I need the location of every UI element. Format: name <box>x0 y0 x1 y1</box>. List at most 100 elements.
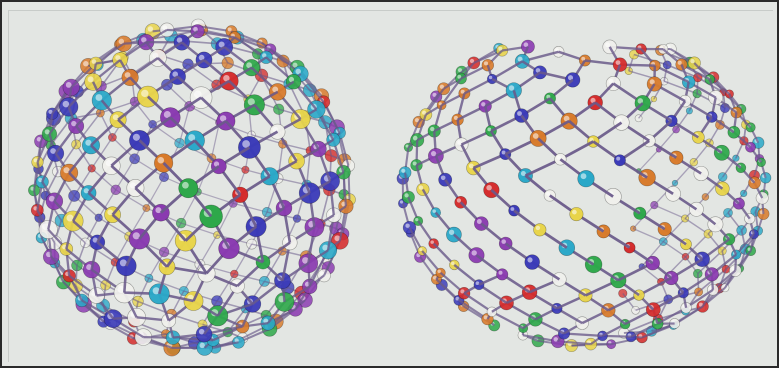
atom-highlight <box>581 173 587 179</box>
atom-highlight <box>88 76 94 82</box>
atom-highlight <box>469 163 474 168</box>
atom <box>179 179 198 198</box>
atom-highlight <box>605 42 610 47</box>
atom <box>534 224 547 237</box>
atom-highlight <box>470 59 474 63</box>
atom-highlight <box>546 192 550 196</box>
bond <box>659 130 676 150</box>
atom-highlight <box>440 85 444 89</box>
atom-highlight <box>406 145 409 148</box>
atom-highlight <box>461 90 465 94</box>
atom-highlight <box>650 79 655 84</box>
atom-highlight <box>182 182 189 189</box>
atom-highlight <box>616 60 621 65</box>
atom-highlight <box>517 111 522 116</box>
atom-highlight <box>524 42 529 47</box>
atom-highlight <box>454 116 458 120</box>
atom-highlight <box>113 114 119 120</box>
atom-highlight <box>486 185 491 190</box>
atom-highlight <box>581 57 585 61</box>
atom-highlight <box>501 239 506 244</box>
bond <box>639 150 659 171</box>
atom-highlight <box>487 127 491 131</box>
atom <box>689 202 703 216</box>
atom-highlight <box>690 59 694 63</box>
atom-highlight <box>481 102 485 106</box>
atom-highlight <box>66 82 72 88</box>
open-spiral-cage-molecule <box>397 40 771 352</box>
atom-highlight <box>457 75 461 79</box>
atom-highlight <box>83 61 88 66</box>
bond <box>654 205 685 218</box>
atom <box>402 191 414 203</box>
bond <box>675 162 694 183</box>
atom-highlight <box>404 193 408 197</box>
atom <box>525 255 540 270</box>
atom-highlight <box>502 151 506 155</box>
atom-highlight <box>400 200 403 203</box>
atom-highlight <box>441 175 446 180</box>
atom-highlight <box>449 230 454 235</box>
atom-highlight <box>130 182 136 188</box>
atom-highlight <box>419 248 422 251</box>
atom-highlight <box>457 140 462 145</box>
atom-highlight <box>616 157 620 161</box>
atom-highlight <box>95 94 102 101</box>
atom-highlight <box>228 28 232 32</box>
atom-highlight <box>521 171 526 176</box>
atom <box>299 183 320 204</box>
atom-highlight <box>141 90 148 97</box>
atom-highlight <box>572 210 577 215</box>
atom-highlight <box>484 61 488 65</box>
atom-highlight <box>431 151 436 156</box>
atom-highlight <box>158 157 165 164</box>
atom-highlight <box>451 262 454 265</box>
atom <box>496 269 507 280</box>
atom-highlight <box>457 198 461 202</box>
closed-spherical-fullerene-molecule <box>28 19 355 356</box>
atom <box>614 155 625 166</box>
bond <box>233 203 267 212</box>
atom-highlight <box>509 85 514 90</box>
atom-highlight <box>455 297 459 301</box>
atom-highlight <box>439 102 442 105</box>
atom <box>570 207 583 220</box>
atom-highlight <box>430 127 434 131</box>
atom-highlight <box>115 55 120 60</box>
atom-highlight <box>401 169 405 173</box>
atom-highlight <box>489 309 492 312</box>
atom-highlight <box>510 207 514 211</box>
atom-highlight <box>438 270 441 273</box>
atom-highlight <box>476 281 480 285</box>
atom <box>261 168 279 186</box>
atom-highlight <box>554 337 559 342</box>
atom <box>686 108 692 114</box>
atom-highlight <box>432 209 436 213</box>
bond <box>146 177 164 208</box>
bond <box>198 192 233 204</box>
atom-highlight <box>533 133 539 139</box>
atom <box>579 289 592 302</box>
atom-highlight <box>527 257 532 262</box>
atom <box>666 186 681 201</box>
atom-highlight <box>678 61 682 65</box>
atom-highlight <box>133 134 140 141</box>
atom <box>578 170 595 187</box>
atom-highlight <box>413 136 418 141</box>
atom-highlight <box>199 343 204 348</box>
atom-highlight <box>489 76 492 79</box>
atom-highlight <box>557 156 561 160</box>
atom-highlight <box>460 289 464 293</box>
atom-highlight <box>419 185 423 189</box>
atom-highlight <box>472 250 477 255</box>
atom-highlight <box>422 111 426 115</box>
atom-highlight <box>84 188 89 193</box>
bond <box>278 144 283 179</box>
atom <box>714 145 729 160</box>
atom-highlight <box>413 161 417 165</box>
atom-highlight <box>295 69 300 74</box>
atom-highlight <box>536 226 540 230</box>
atom-highlight <box>148 26 153 31</box>
